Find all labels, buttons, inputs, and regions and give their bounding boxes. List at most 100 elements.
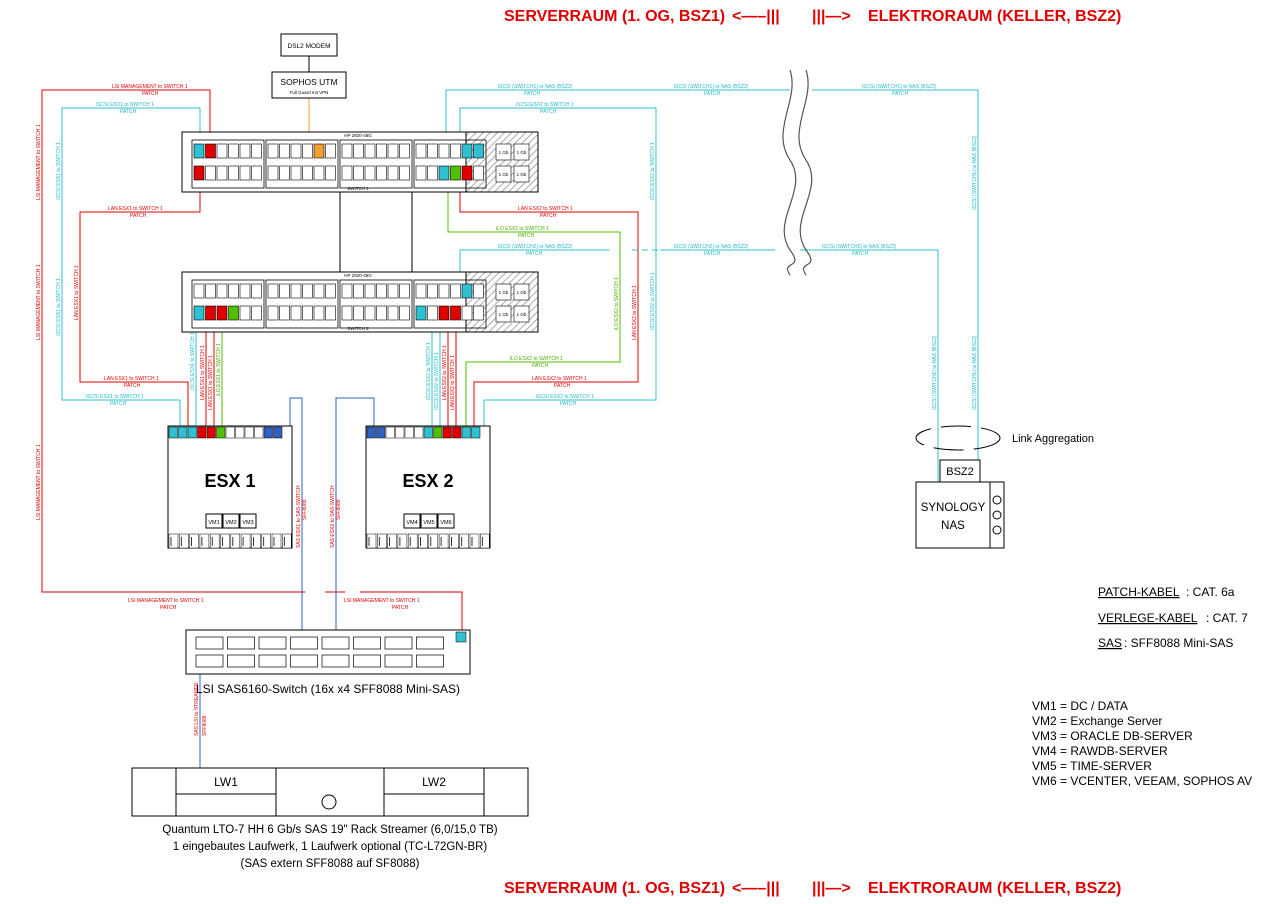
lw1-label: LW1: [214, 775, 238, 789]
label-patch: PATCH: [518, 233, 535, 239]
drive-bay: [168, 533, 179, 549]
vm-legend-item: VM2 = Exchange Server: [1032, 714, 1162, 728]
sfp-label: 1 Gb: [499, 150, 509, 155]
switch-port: [216, 283, 228, 299]
vlabel-lan-esx2-a: LAN ESX2 to SWITCH 1: [442, 345, 448, 400]
drive-bay: [407, 533, 418, 549]
switch-port: [279, 143, 290, 159]
switch-port: [415, 283, 427, 299]
label-patch: PATCH: [160, 605, 177, 611]
header-left: SERVERRAUM (1. OG, BSZ1): [504, 8, 725, 25]
switch-port: [251, 143, 262, 159]
streamer-line2: 1 eingebautes Laufwerk, 1 Laufwerk optio…: [173, 841, 488, 853]
cables: [41, 56, 979, 768]
esx1-vm1: VM1: [208, 520, 219, 526]
label-lsi-mgmt-bottom-b: LSI MANAGEMENT to SWITCH 1: [344, 598, 420, 604]
switch-port: [279, 283, 290, 299]
label-iscsi-sw1-nas-a: iSCSI (SWITCH1) to NAS (BSZ2): [498, 84, 573, 90]
switch-port: [364, 283, 376, 299]
esx-nic-port: [178, 426, 188, 439]
esx-nic-port: [376, 426, 386, 439]
esx-nic-port: [442, 426, 452, 439]
sas-port: [321, 654, 350, 668]
esx-nic-port: [461, 426, 471, 439]
esx-nic-port: [206, 426, 216, 439]
switch-port: [450, 305, 461, 321]
switch-port: [302, 305, 313, 321]
switch2-model: HP 2920-48G: [344, 273, 372, 278]
esx2-vm4: VM4: [406, 520, 417, 526]
sas-port: [195, 654, 224, 668]
header-arrow-left: <—–|||: [732, 8, 780, 25]
sas-port: [227, 636, 255, 650]
vlabel-iscsi-esx2-c: iSCSI ESX2 to SWITCH 1: [650, 142, 656, 200]
esx-nic-port: [404, 426, 414, 439]
label-patch: PATCH: [110, 401, 127, 407]
switch-port: [387, 165, 399, 181]
label-patch: PATCH: [852, 251, 869, 257]
sas-port: [195, 636, 224, 650]
sfp-label: 1 Gb: [517, 172, 527, 177]
port-group: [265, 279, 339, 329]
sfp-label: 1 Gb: [499, 312, 509, 317]
vlabel-iscsi-esx2-b: iSCSI ESX2 to SWITCH 1: [434, 352, 440, 410]
switch-port: [376, 143, 387, 159]
switch-port: [267, 283, 279, 299]
vlabel-lan-esx2: LAN ESX2 to SWITCH 1: [632, 285, 638, 340]
switch-port: [341, 143, 353, 159]
label-patch: PATCH: [554, 383, 571, 389]
label-patch: PATCH: [526, 251, 543, 257]
drive-bay: [189, 533, 199, 549]
esx-nic-port: [471, 426, 481, 439]
drive-bay: [220, 533, 230, 549]
svg-text:DSL2 MODEM: DSL2 MODEM: [288, 43, 331, 50]
switch-port: [438, 305, 450, 321]
switch-port: [473, 143, 484, 159]
switch-port: [193, 283, 205, 299]
vlabel-sas-streamer: SAS LSI to STREAMER: [194, 682, 200, 736]
sas-port: [353, 636, 381, 650]
utm-title: SOPHOS UTM: [280, 77, 337, 87]
esx2-label: ESX 2: [402, 471, 453, 491]
drive-bay: [271, 533, 282, 549]
switch-port: [427, 165, 438, 181]
drive-bay: [428, 533, 439, 549]
switch-port: [461, 305, 473, 321]
vm-legend-item: VM3 = ORACLE DB-SERVER: [1032, 729, 1193, 743]
label-patch: PATCH: [532, 363, 549, 369]
switch-port: [290, 165, 302, 181]
drive-bay: [240, 533, 251, 549]
drive-bay: [209, 533, 220, 549]
switch-port: [473, 305, 484, 321]
vlabel-lan-esx2-b: LAN ESX2 to SWITCH 1: [450, 355, 456, 410]
cable-sas-esx2: [335, 397, 375, 630]
switch-port: [302, 165, 313, 181]
sfp-slot: [513, 143, 530, 161]
vm-legend-item: VM4 = RAWDB-SERVER: [1032, 744, 1168, 758]
cable-iscsi-esx2: [459, 107, 657, 426]
sfp-slot: [513, 305, 530, 323]
esx2-vm6: VM6: [440, 520, 451, 526]
legend-sas-val: : SFF8088 Mini-SAS: [1124, 636, 1233, 650]
label-patch: PATCH: [524, 91, 541, 97]
switch-port: [313, 165, 325, 181]
vlabel-ilo-esx2: iLO ESX2 to SWITCH 1: [614, 277, 620, 330]
switch-port: [399, 165, 410, 181]
drive-bay: [179, 533, 189, 549]
cable-iscsi-sw2-nas: [459, 249, 610, 272]
label-iscsi-sw1-nas-c: iSCSI (SWITCH1) to NAS (BSZ2): [862, 84, 937, 90]
esx-nic-port: [244, 426, 254, 439]
label-iscsi-esx1-top: iSCSI ESX1 to SWITCH 1: [96, 102, 154, 108]
switch-port: [313, 305, 325, 321]
label-lan-esx2-bottom: LAN ESX2 to SWITCH 1: [532, 376, 587, 382]
switch-port: [325, 305, 336, 321]
switch-port: [415, 143, 427, 159]
label-patch: PATCH: [540, 213, 557, 219]
drive-bay: [469, 533, 480, 549]
label-lsi-mgmt-top: LSI MANAGEMENT to SWITCH 1: [112, 84, 188, 90]
sfp-label: 1 Gb: [499, 290, 509, 295]
switch-port: [193, 165, 205, 181]
port-group: [339, 279, 413, 329]
sas-port: [227, 654, 255, 668]
drive-bay: [438, 533, 449, 549]
